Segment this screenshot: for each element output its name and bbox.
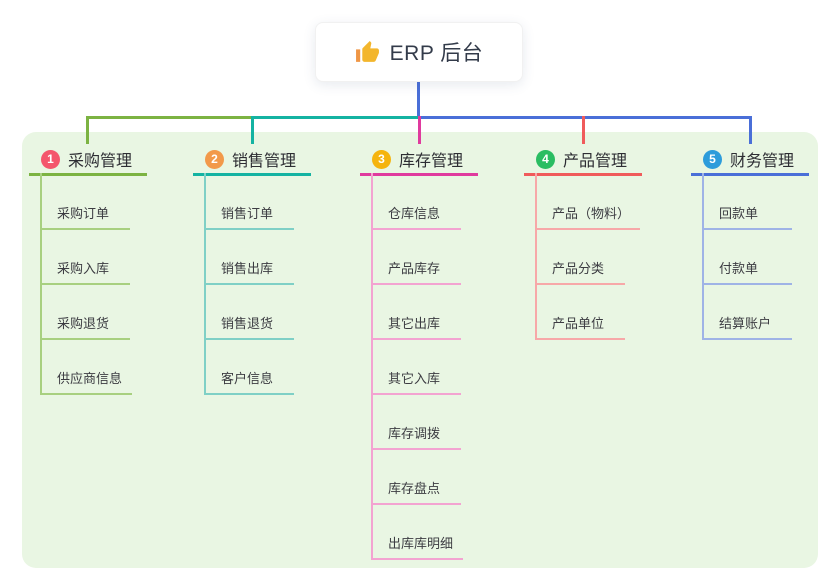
branch-heading-inventory[interactable]: 3 库存管理 <box>360 148 478 170</box>
branch-title: 库存管理 <box>399 153 464 170</box>
branch-child-line <box>535 173 537 340</box>
child-node[interactable]: 产品（物料） <box>535 205 641 230</box>
branch-underline <box>193 173 311 176</box>
child-node[interactable]: 产品分类 <box>535 260 625 285</box>
child-node[interactable]: 仓库信息 <box>371 205 461 230</box>
thumbs-up-icon <box>355 40 380 65</box>
child-node[interactable]: 销售订单 <box>204 205 294 230</box>
child-node[interactable]: 库存调拨 <box>371 425 461 450</box>
branch-heading-product[interactable]: 4 产品管理 <box>524 148 642 170</box>
branch-heading-purchase[interactable]: 1 采购管理 <box>29 148 147 170</box>
branch-underline <box>29 173 147 176</box>
child-node[interactable]: 出库库明细 <box>371 535 464 560</box>
child-node[interactable]: 采购入库 <box>40 260 130 285</box>
branch-title: 产品管理 <box>563 153 628 170</box>
branch-child-line <box>371 173 373 560</box>
branch-number-badge: 3 <box>372 149 391 169</box>
child-node[interactable]: 其它出库 <box>371 315 461 340</box>
branch-number-badge: 4 <box>536 149 555 169</box>
branches-panel <box>22 132 818 568</box>
child-node[interactable]: 供应商信息 <box>40 370 133 395</box>
branch-underline <box>360 173 478 176</box>
branch-product: 4 产品管理 产品（物料） 产品分类 产品单位 <box>524 148 642 340</box>
child-node[interactable]: 产品库存 <box>371 260 461 285</box>
branch-heading-finance[interactable]: 5 财务管理 <box>691 148 809 170</box>
branch-underline <box>524 173 642 176</box>
branch-purchase: 1 采购管理 采购订单 采购入库 采购退货 供应商信息 <box>29 148 147 395</box>
child-node[interactable]: 采购订单 <box>40 205 130 230</box>
bus-segment-finance <box>418 116 752 119</box>
branch-finance: 5 财务管理 回款单 付款单 结算账户 <box>691 148 809 340</box>
drop-line-product <box>582 116 585 144</box>
child-node[interactable]: 回款单 <box>702 205 792 230</box>
child-node[interactable]: 销售出库 <box>204 260 294 285</box>
branch-heading-sales[interactable]: 2 销售管理 <box>193 148 311 170</box>
child-node[interactable]: 结算账户 <box>702 315 792 340</box>
root-title: ERP 后台 <box>389 42 484 65</box>
child-node[interactable]: 销售退货 <box>204 315 294 340</box>
drop-line-finance <box>749 116 752 144</box>
root-node[interactable]: ERP 后台 <box>315 22 523 82</box>
branch-number-badge: 1 <box>41 149 60 169</box>
drop-line-inventory <box>418 116 421 144</box>
branch-inventory: 3 库存管理 仓库信息 产品库存 其它出库 其它入库 库存调拨 库存盘点 出库库… <box>360 148 478 560</box>
branch-child-line <box>702 173 704 340</box>
branch-title: 采购管理 <box>68 153 133 170</box>
drop-line-sales <box>251 116 254 144</box>
child-node[interactable]: 客户信息 <box>204 370 294 395</box>
child-node[interactable]: 产品单位 <box>535 315 625 340</box>
root-connector-line <box>417 82 420 119</box>
bus-segment-sales <box>252 116 419 119</box>
child-node[interactable]: 付款单 <box>702 260 792 285</box>
branch-number-badge: 2 <box>205 149 224 169</box>
child-node[interactable]: 采购退货 <box>40 315 130 340</box>
drop-line-purchase <box>86 116 89 144</box>
child-node[interactable]: 库存盘点 <box>371 480 461 505</box>
branch-sales: 2 销售管理 销售订单 销售出库 销售退货 客户信息 <box>193 148 311 395</box>
branch-number-badge: 5 <box>703 149 722 169</box>
branch-title: 财务管理 <box>730 153 795 170</box>
child-node[interactable]: 其它入库 <box>371 370 461 395</box>
bus-segment-purchase <box>87 116 253 119</box>
branch-title: 销售管理 <box>232 153 297 170</box>
branch-underline <box>691 173 809 176</box>
